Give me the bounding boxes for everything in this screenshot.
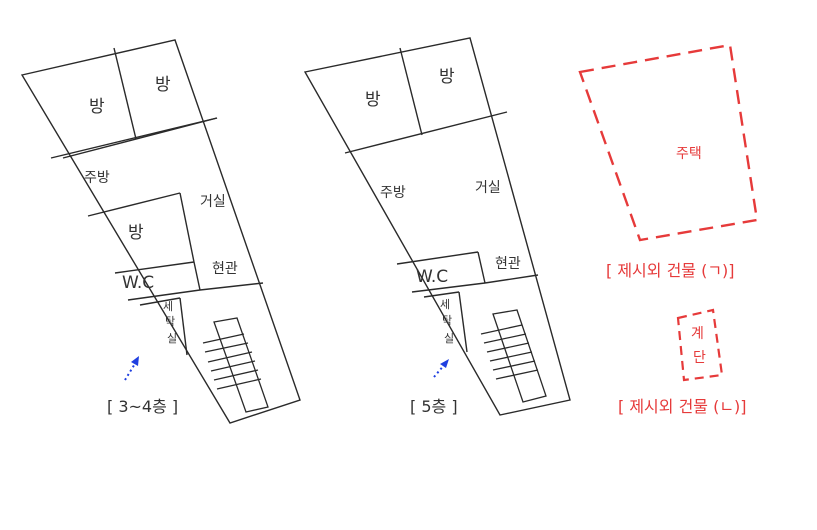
plan-3-4-wall [113,47,137,140]
room-label: 세 [440,298,450,311]
plan-5-wall [399,47,423,136]
excluded-building-b-outline [676,308,724,382]
room-label: 실 [167,332,177,345]
room-label: 방 [365,90,381,110]
room-label: 주방 [380,185,406,201]
plan-3-4-wall [62,117,218,159]
room-label: 현관 [495,256,521,272]
excluded-building-b-caption: [ 제시외 건물 (ㄴ)] [618,397,747,416]
room-label: 탁 [442,314,452,327]
room-label: 방 [155,75,171,95]
excluded-building-b: 계 단 [ 제시외 건물 (ㄴ)] [618,308,747,416]
room-label: 거실 [475,180,501,196]
room-label: 세 [163,300,173,313]
plan-5-wall [484,274,539,284]
plan-caption: [ 3~4층 ] [107,397,178,416]
room-label: 실 [444,332,454,345]
room-label: 방 [89,97,105,117]
plan-5-wall [423,291,460,298]
plan-5-wall [411,282,486,293]
plan-3-4-wall [179,192,195,263]
excluded-building-a: 주택 [ 제시외 건물 (ㄱ)] [578,43,759,280]
plan-3-4-wall [87,192,181,217]
room-label: 방 [439,67,455,87]
room-label: 방 [128,223,144,243]
plan-3-4-stairs [202,317,269,413]
floor-plan-3-4: 방 방 주방 거실 방 W.C 현관 세 탁 실 [ 3~4층 ] [20,39,301,424]
room-label: W.C [122,273,154,293]
excluded-building-a-caption: [ 제시외 건물 (ㄱ)] [606,261,735,280]
plan-5-wall [458,291,468,353]
plan-3-4-wall [114,261,195,274]
plan-3-4-wall [199,282,264,291]
arrow-icon [433,359,449,378]
plan-5-wall [344,111,508,154]
plan-3-4-wall [179,297,188,356]
room-label: 탁 [165,315,175,328]
plan-3-4-wall [193,261,201,291]
arrow-icon [124,356,139,381]
plan-3-4-outline [20,39,301,424]
floor-plan-5: 방 방 주방 거실 W.C 현관 세 탁 실 [ 5층 ] [303,37,571,416]
plan-5-stairs [480,309,547,403]
plan-3-4-wall [139,297,181,306]
plan-5-wall [477,251,486,284]
room-label: 주방 [84,170,110,186]
excluded-building-b-label-bottom: 단 [693,350,706,366]
plan-5-outline [303,37,571,416]
excluded-building-b-label-top: 계 [691,326,704,342]
excluded-building-a-outline [578,43,759,242]
room-label: 거실 [200,194,226,210]
plan-caption: [ 5층 ] [410,397,458,416]
room-label: W.C [416,267,448,287]
excluded-building-a-label: 주택 [676,146,702,162]
plan-3-4-wall [127,289,201,301]
room-label: 현관 [212,261,238,277]
plan-5-wall [396,251,479,265]
